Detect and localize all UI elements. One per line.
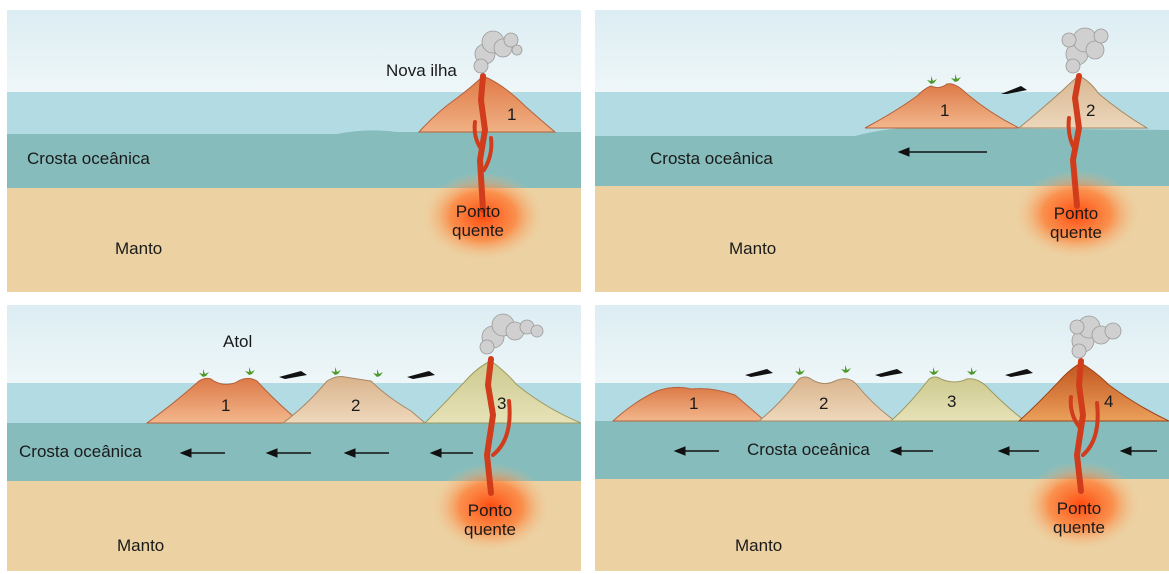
atoll-label: Atol bbox=[223, 333, 252, 350]
island-number-2: 2 bbox=[1086, 102, 1095, 119]
hotspot-label-line1: Ponto bbox=[464, 501, 516, 520]
panel-stage-4: Crosta oceânica Manto 1 2 3 4 Ponto quen… bbox=[595, 305, 1169, 571]
mantle-label: Manto bbox=[729, 240, 776, 257]
panel-stage-1: Nova ilha Crosta oceânica Manto 1 Ponto … bbox=[7, 10, 581, 292]
oceanic-crust-label: Crosta oceânica bbox=[747, 441, 870, 458]
island-number-3: 3 bbox=[497, 395, 506, 412]
hotspot-label: Ponto quente bbox=[464, 501, 516, 539]
hotspot-label-line1: Ponto bbox=[452, 202, 504, 221]
island-number-1: 1 bbox=[689, 395, 698, 412]
oceanic-crust-label: Crosta oceânica bbox=[27, 150, 150, 167]
island-number-1: 1 bbox=[940, 102, 949, 119]
island-number: 1 bbox=[507, 106, 516, 123]
panel-stage-2: Crosta oceânica Manto 1 2 Ponto quente bbox=[595, 10, 1169, 292]
hotspot-label-line1: Ponto bbox=[1053, 499, 1105, 518]
island-number-1: 1 bbox=[221, 397, 230, 414]
island-number-2: 2 bbox=[819, 395, 828, 412]
hotspot-label-line2: quente bbox=[1050, 223, 1102, 242]
hotspot-label-line2: quente bbox=[464, 520, 516, 539]
oceanic-crust-label: Crosta oceânica bbox=[650, 150, 773, 167]
island-number-3: 3 bbox=[947, 393, 956, 410]
panel-stage-3: Atol Crosta oceânica Manto 1 2 3 Ponto q… bbox=[7, 305, 581, 571]
hotspot-label: Ponto quente bbox=[1053, 499, 1105, 537]
hotspot-label: Ponto quente bbox=[452, 202, 504, 240]
hotspot-label-line2: quente bbox=[1053, 518, 1105, 537]
hotspot-label-line1: Ponto bbox=[1050, 204, 1102, 223]
mantle-label: Manto bbox=[117, 537, 164, 554]
new-island-label: Nova ilha bbox=[386, 62, 457, 79]
mantle-label: Manto bbox=[735, 537, 782, 554]
hotspot-label-line2: quente bbox=[452, 221, 504, 240]
mantle-label: Manto bbox=[115, 240, 162, 257]
island-number-4: 4 bbox=[1104, 393, 1113, 410]
oceanic-crust-label: Crosta oceânica bbox=[19, 443, 142, 460]
hotspot-label: Ponto quente bbox=[1050, 204, 1102, 242]
island-number-2: 2 bbox=[351, 397, 360, 414]
magma-conduit bbox=[480, 76, 485, 210]
